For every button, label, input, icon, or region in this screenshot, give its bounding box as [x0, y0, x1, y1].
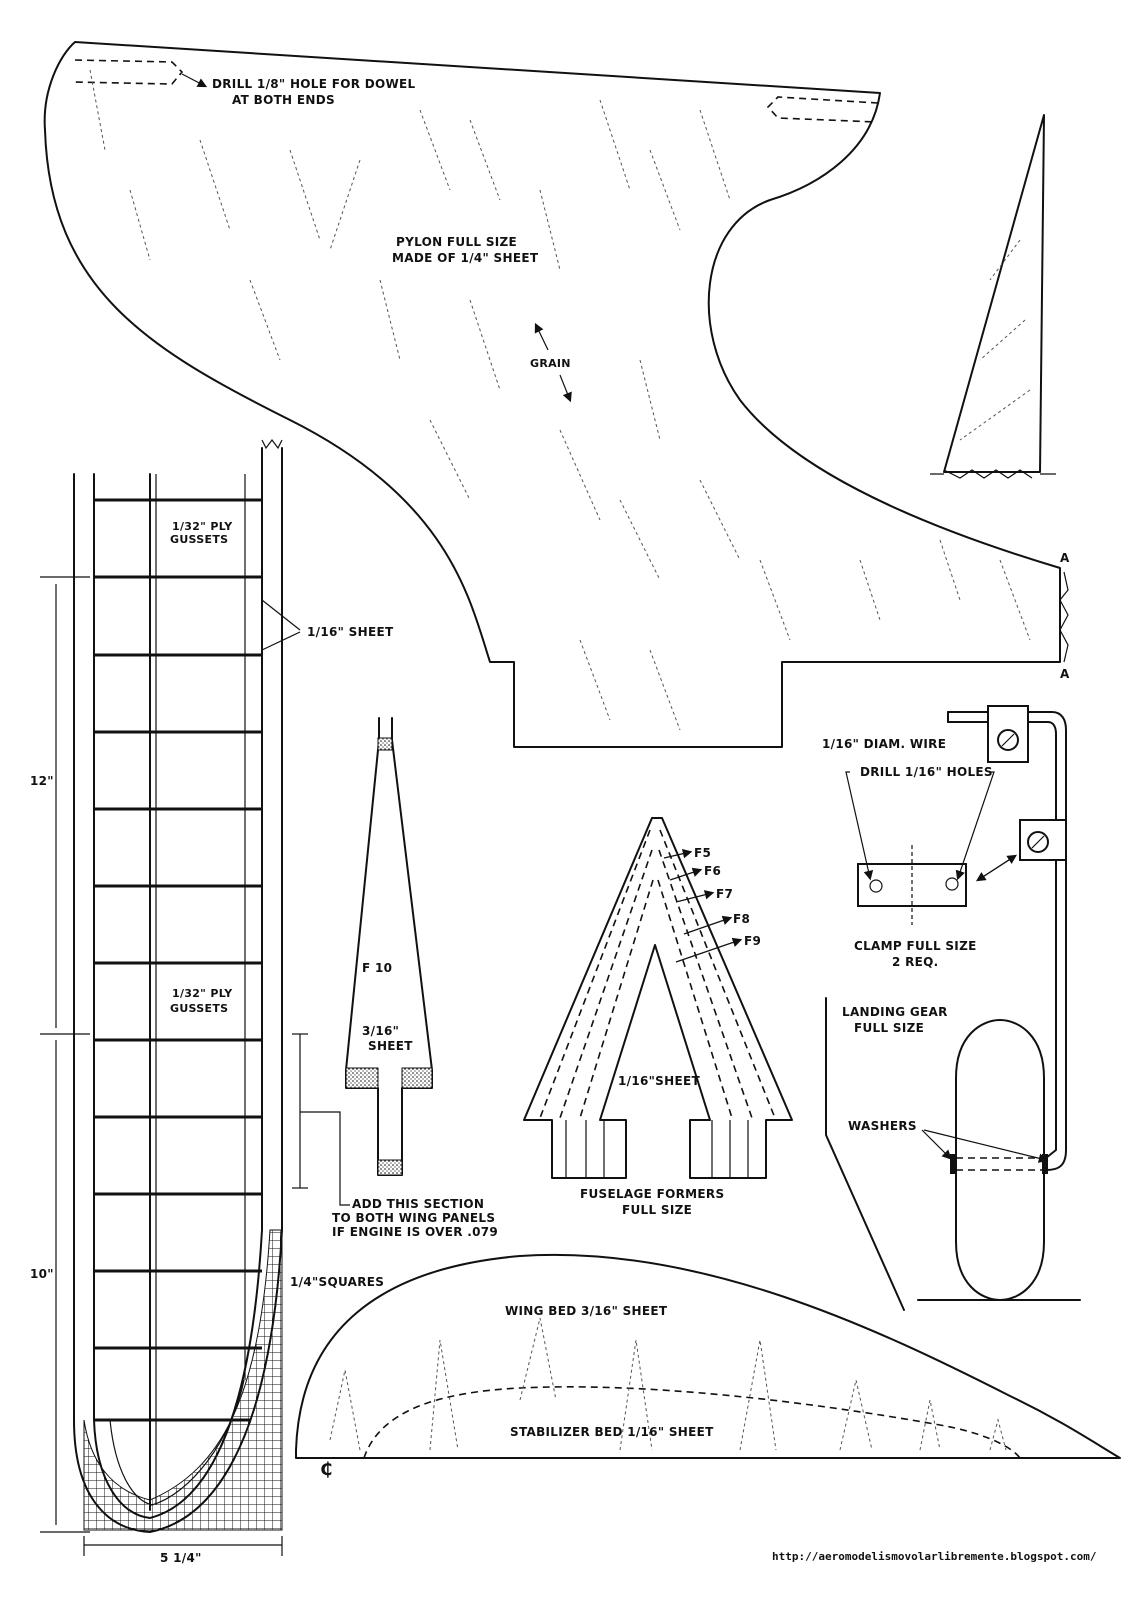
section-baseline — [930, 469, 1056, 479]
sheet-leader-1 — [261, 599, 301, 631]
gear-wire-inner — [947, 721, 1057, 1159]
drill-note-line1: DRILL 1/8" HOLE FOR DOWEL — [212, 77, 416, 91]
drill-holes-label: DRILL 1/16" HOLES — [860, 765, 993, 779]
dim-12-label: 12" — [30, 774, 54, 788]
wing-inner-outline — [93, 447, 263, 1519]
formers-title-line2: FULL SIZE — [622, 1203, 692, 1217]
section-triangle — [943, 114, 1045, 473]
fuselage-formers: F5 F6 F7 F8 F9 1/16"SHEET FUSELAGE FORME… — [523, 817, 793, 1217]
f10-sheet-line1: 3/16" — [362, 1024, 399, 1038]
grain-arrow-down — [559, 374, 572, 403]
pylon-outline — [43, 41, 1061, 748]
formers-outline — [523, 817, 793, 1179]
clamp-title-line1: CLAMP FULL SIZE — [854, 939, 977, 953]
fuselage-side-line — [825, 997, 905, 1311]
add-note-line2: TO BOTH WING PANELS — [332, 1211, 495, 1225]
axle — [956, 1157, 1044, 1171]
gear-wire-outer — [947, 711, 1067, 1171]
gussets-top-line2: GUSSETS — [170, 533, 228, 546]
former-label-f7: F7 — [716, 887, 733, 901]
f10-outline — [345, 717, 433, 1176]
f10-stipple-left — [345, 1067, 379, 1089]
sheet-note: 1/16" SHEET — [307, 625, 394, 639]
washers-label: WASHERS — [848, 1119, 917, 1133]
f10-label: F 10 — [362, 961, 392, 975]
wing-bed-outline — [295, 1253, 1121, 1459]
f10-sheet-line2: SHEET — [368, 1039, 413, 1053]
former-label-f8: F8 — [733, 912, 750, 926]
ribs — [94, 498, 262, 1422]
wing-break — [261, 439, 283, 450]
dowel-hole-right — [766, 96, 879, 123]
pylon-title-line2: MADE OF 1/4" SHEET — [392, 251, 539, 265]
wood-grain-texture — [89, 69, 1031, 731]
drill-leader — [181, 73, 208, 88]
centerline-symbol: ₵ — [320, 1459, 333, 1480]
wire-label: 1/16" DIAM. WIRE — [822, 737, 946, 751]
clamp-side — [1019, 819, 1067, 861]
section-a-top: A — [1060, 551, 1070, 565]
drill-note-line2: AT BOTH ENDS — [232, 93, 335, 107]
stab-bed-label: STABILIZER BED 1/16" SHEET — [510, 1425, 714, 1439]
dowel-hole-left — [71, 59, 184, 85]
stab-bed-outline — [363, 1386, 1021, 1459]
former-f10: F 10 3/16" SHEET — [345, 717, 433, 1176]
wing-panel: 12" 10" 5 1/4" ADD THIS SECTION TO BOTH … — [30, 439, 498, 1565]
wheel — [955, 1019, 1045, 1301]
dim-10-label: 10" — [30, 1267, 54, 1281]
former-label-f9: F9 — [744, 934, 761, 948]
clamp-full-size — [857, 863, 967, 907]
former-label-f6: F6 — [704, 864, 721, 878]
landing-gear: 1/16" DIAM. WIRE DRILL 1/16" HOLES CLAMP… — [822, 705, 1081, 1311]
grain-label: GRAIN — [530, 357, 571, 370]
clamp-top — [987, 705, 1029, 763]
gear-title-line2: FULL SIZE — [854, 1021, 924, 1035]
screw-icon — [997, 729, 1019, 751]
section-break — [1059, 571, 1069, 663]
gussets-mid-line1: 1/32" PLY — [172, 987, 233, 1000]
gussets-mid-line2: GUSSETS — [170, 1002, 228, 1015]
wing-stab-beds: WING BED 3/16" SHEET STABILIZER BED 1/16… — [295, 1253, 1121, 1480]
dim-width-label: 5 1/4" — [160, 1551, 202, 1565]
add-note-line3: IF ENGINE IS OVER .079 — [332, 1225, 498, 1239]
add-note-line1: ADD THIS SECTION — [352, 1197, 484, 1211]
section-a-bottom: A — [1060, 667, 1070, 681]
f10-stipple-right — [401, 1067, 433, 1089]
former-label-f5: F5 — [694, 846, 711, 860]
wing-bed-label: WING BED 3/16" SHEET — [505, 1304, 668, 1318]
gear-title-line1: LANDING GEAR — [842, 1005, 948, 1019]
wing-outline — [73, 447, 283, 1533]
squares-grid — [83, 1229, 283, 1531]
sheet-leader-2 — [261, 631, 301, 651]
pylon-part: DRILL 1/8" HOLE FOR DOWEL AT BOTH ENDS P… — [43, 41, 1070, 748]
gussets-top-line1: 1/32" PLY — [172, 520, 233, 533]
grain-arrow-up — [534, 322, 549, 351]
f10-stipple-bottom — [377, 1159, 403, 1176]
formers-sheet-label: 1/16"SHEET — [618, 1074, 700, 1088]
footer-url: http://aeromodelismovolarlibremente.blog… — [772, 1550, 1097, 1563]
squares-label: 1/4"SQUARES — [290, 1275, 384, 1289]
pylon-title-line1: PYLON FULL SIZE — [396, 235, 517, 249]
clamp-title-line2: 2 REQ. — [892, 955, 939, 969]
pylon-section-view — [930, 114, 1056, 479]
screw-icon — [1027, 831, 1049, 853]
formers-title-line1: FUSELAGE FORMERS — [580, 1187, 724, 1201]
